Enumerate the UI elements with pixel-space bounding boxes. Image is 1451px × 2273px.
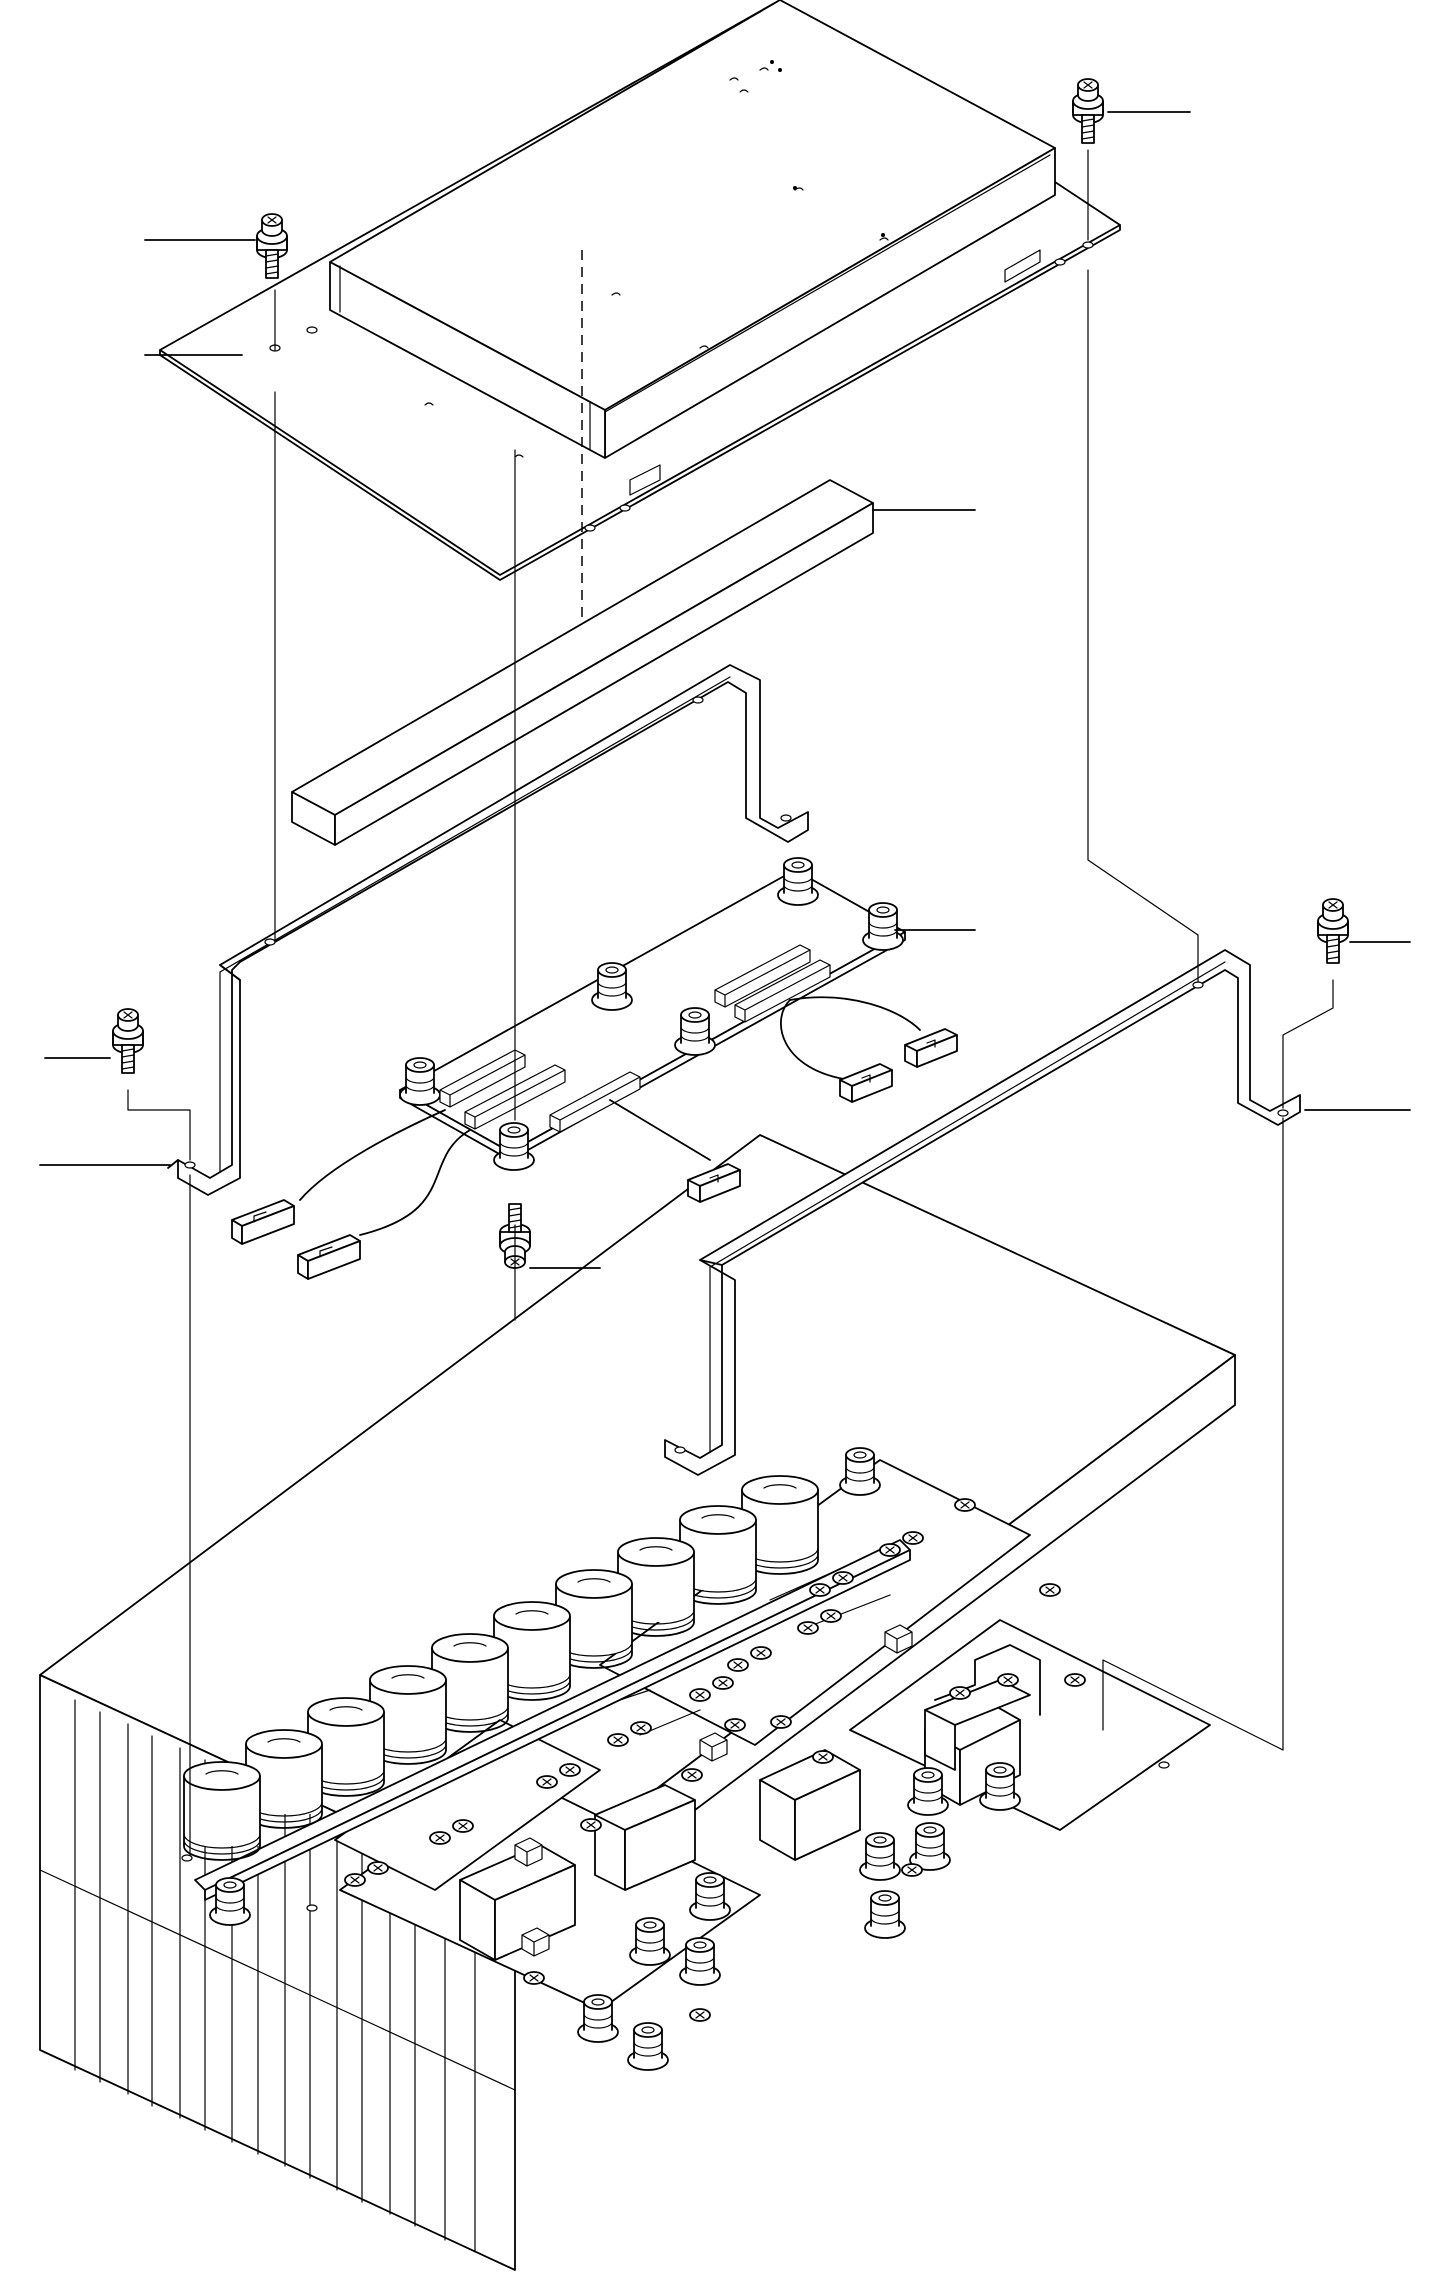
mounting-screw bbox=[1072, 78, 1104, 144]
cover-box bbox=[159, 0, 1121, 581]
insulation-bar bbox=[291, 479, 874, 846]
ribbon-connector bbox=[231, 1199, 295, 1245]
leader-lines bbox=[39, 111, 1411, 1269]
heatsink-fins bbox=[39, 1699, 516, 2253]
bus-blocks bbox=[459, 1559, 1041, 1961]
mounting-screw bbox=[256, 213, 288, 279]
board-standoff bbox=[493, 1122, 535, 1171]
capacitor bbox=[183, 1761, 261, 1861]
board-standoff bbox=[591, 962, 633, 1011]
board-standoff bbox=[399, 1057, 441, 1106]
small-blocks bbox=[514, 1624, 913, 1957]
board-standoff bbox=[862, 902, 904, 951]
board-standoff bbox=[777, 857, 819, 906]
bracket-left bbox=[167, 664, 809, 1196]
board-standoff bbox=[674, 1007, 716, 1056]
ribbon-connector bbox=[839, 1063, 893, 1103]
mounting-screw bbox=[112, 1008, 144, 1074]
ribbon-connector bbox=[297, 1234, 361, 1280]
bracket-right bbox=[664, 949, 1301, 1476]
ribbon-connector bbox=[904, 1028, 958, 1068]
capacitor-board bbox=[194, 1539, 911, 1901]
mounting-screw bbox=[1317, 898, 1349, 964]
wire-harness bbox=[231, 996, 958, 1280]
alignment-lines bbox=[127, 149, 1334, 1856]
